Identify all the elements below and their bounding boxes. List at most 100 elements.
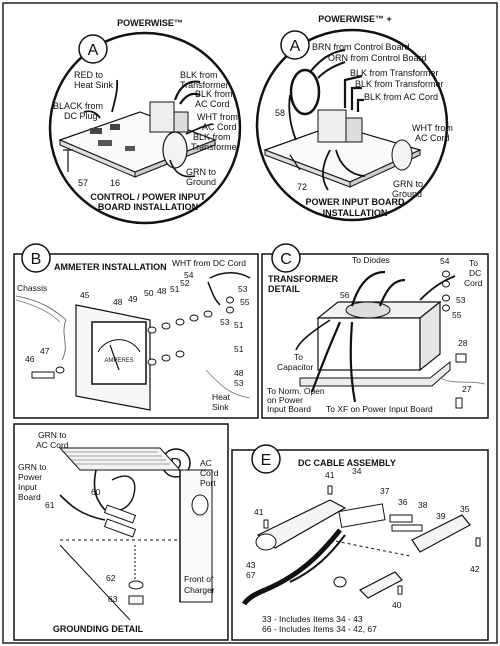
callout-51: 51 [170,284,180,294]
label-blk-ac: BLK from AC Cord [364,92,438,102]
ac-cord-port [191,494,209,516]
callout-16: 16 [110,178,120,188]
callout-62: 62 [106,573,116,583]
shell-end [333,576,347,588]
label-grn-to: GRN to [393,179,423,189]
label-blk-from: BLK from [180,70,218,80]
wire-norm-open [310,321,342,393]
callout-38: 38 [418,500,428,510]
wire-blk-transformer [173,80,201,101]
transformer-side [419,300,441,372]
panel-a-powerwise-plus: POWERWISE™ + A BRN from Control Board OR… [255,14,453,222]
wire-grn [322,149,331,191]
panel-a1-header: POWERWISE™ [117,18,183,28]
wire-diodes-2 [378,278,406,307]
callout-60: 60 [91,487,101,497]
plug-shell-bottom [358,571,403,599]
pin-36 [389,514,413,523]
panel-c-badge [271,243,301,273]
label-norm-open-1: To Norm. Open [267,386,325,396]
callout-53: 53 [238,284,248,294]
charger-front [179,469,213,603]
label-norm-open-3: Input Board [267,404,311,414]
ammeter-face-text: AMPERES [104,358,133,364]
label-heat-sink: Heat Sink [74,80,114,90]
panel-a-powerwise: POWERWISE™ A RED to Heat Sink BLACK from… [48,18,242,225]
label-ac-cord: AC Cord [36,440,69,450]
chassis-line [439,377,486,385]
wire-wht [335,149,366,177]
wht-dc-wire-end [209,272,251,279]
callout-67: 67 [246,570,256,580]
label-grn-to: GRN to [38,430,67,440]
screw-41-b [263,519,269,529]
wire-blk-tr [343,74,363,108]
wire-grn-power [59,494,106,521]
ground-screw [289,154,301,171]
label-heat: Heat [212,392,231,402]
contact-37 [338,503,386,528]
label-board: Board [18,492,41,502]
heat-sink-line [205,369,251,399]
panel-d-caption: GROUNDING DETAIL [53,624,144,634]
wire-black [83,110,101,119]
callout-54: 54 [440,256,450,266]
vent-slots [62,451,170,465]
assembly-line [329,539,411,557]
panel-a2-caption-1: POWER INPUT BOARD [306,197,406,207]
panel-a2-badge [280,30,310,60]
panel-a2-header: POWERWISE™ + [318,14,392,24]
dc-cable-2 [289,534,346,583]
panel-a1-badge [78,34,108,64]
label-dc-plug: DC Plug [64,111,98,121]
callout-40: 40 [392,600,402,610]
screw-41 [327,485,333,495]
label-blk-from-2: BLK from [193,132,231,142]
screw-27 [455,397,463,409]
relay-side [345,117,363,143]
label-ac-cord: AC Cord [195,99,230,109]
panel-a1-letter: A [88,42,99,59]
panel-d-grounding: D GRN to AC Cord GRN to Power Input Boar… [13,423,229,641]
relay [317,109,347,143]
callout-56: 56 [340,290,350,300]
panel-d-letter: D [170,456,182,473]
panel-c-title-2: DETAIL [268,284,300,294]
ammeter-scale [97,339,141,353]
callout-52: 52 [180,278,190,288]
wire-blk-ac [356,98,364,112]
label-ac: AC [200,458,212,468]
label-cap-to: To [294,352,303,362]
label-power: Power [18,472,42,482]
panel-a2-caption-2: INSTALLATION [323,208,388,218]
terminal [103,504,137,524]
panel-e-title: DC CABLE ASSEMBLY [298,458,396,468]
label-grn-ground: Ground [392,189,422,199]
washer [161,322,171,330]
pin-38 [391,524,423,532]
callout-41: 41 [325,470,335,480]
label-charger: Charger [184,585,215,595]
panel-b-letter: B [31,251,42,268]
label-to: To [469,258,478,268]
board-component [125,146,135,151]
label-black-from: BLACK from [53,101,103,111]
plug-end [255,533,277,551]
wire-grn-ac [93,469,106,511]
washer [175,318,185,326]
relay-block [149,101,175,133]
label-grn-to-2: GRN to [18,462,47,472]
panel-e-badge [251,444,281,474]
wire-wht [185,123,214,135]
screw-42 [475,537,481,547]
board-component [90,128,102,134]
wht-dc-wire [207,281,221,306]
wire-diodes [350,270,386,307]
label-wht-dc: WHT from DC Cord [172,258,246,268]
washer-47 [55,366,65,374]
board-component [110,124,120,130]
callout-63: 63 [108,594,118,604]
housing-line [59,544,131,621]
label-sink: Sink [212,402,229,412]
